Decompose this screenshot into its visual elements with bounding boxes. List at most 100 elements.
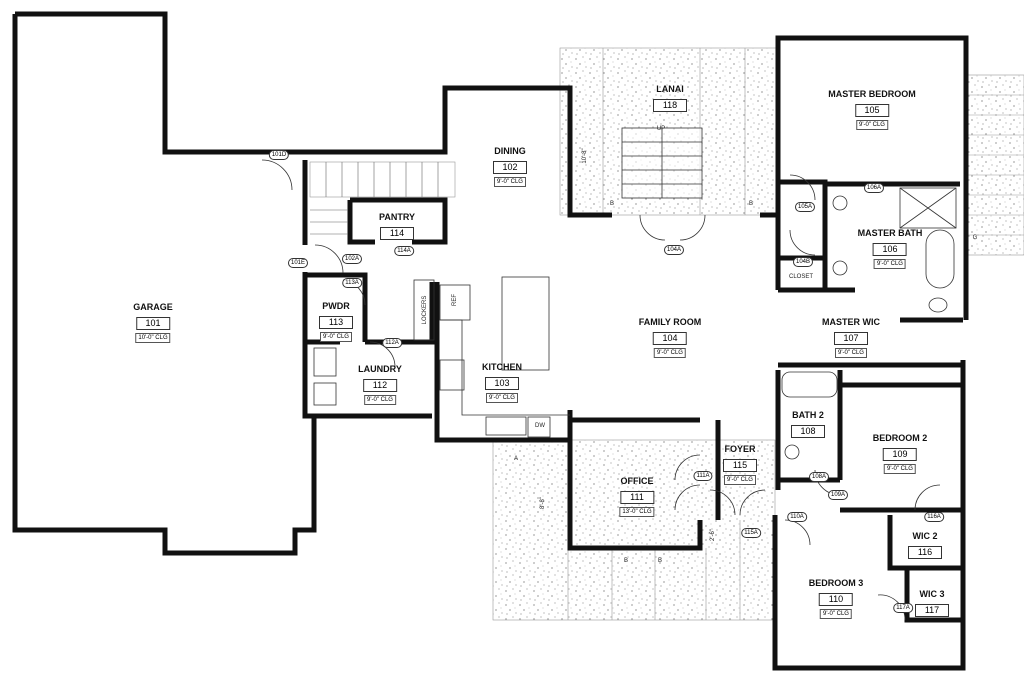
room-number: 108 <box>791 425 825 438</box>
exterior-slabs <box>492 47 1024 621</box>
ceiling-height: 9'-0" CLG <box>884 464 916 474</box>
room-number: 101 <box>135 317 170 330</box>
plan-annotation: 10'-8" <box>582 148 588 164</box>
door-tag: 117A <box>893 603 913 613</box>
ceiling-height: 9'-0" CLG <box>486 393 518 403</box>
lockers <box>413 279 435 341</box>
bath2-tub <box>781 371 838 398</box>
door-tag: 105A <box>794 202 816 212</box>
room-label: WIC 3 117 <box>915 589 949 618</box>
dryer <box>313 347 337 377</box>
plan-annotation: B <box>623 558 629 564</box>
room-number: 113 <box>319 316 353 329</box>
room-name: PWDR <box>322 301 350 311</box>
plan-annotation: CLOSET <box>788 274 814 280</box>
plan-annotation: UP <box>656 126 666 132</box>
room-name: KITCHEN <box>482 362 522 372</box>
door-tag: 101D <box>268 150 290 160</box>
room-label: LANAI 118 <box>653 84 687 113</box>
room-number: 103 <box>485 377 519 390</box>
ceiling-height: 9'-0" CLG <box>320 332 352 342</box>
room-name: LANAI <box>656 84 684 94</box>
room-number: 114 <box>380 227 414 240</box>
plan-annotation: 2'-6" <box>710 529 716 541</box>
plan-annotation: 8'-8" <box>540 497 546 509</box>
room-label: PWDR 113 9'-0" CLG <box>319 301 353 342</box>
bath2-sink <box>784 444 800 460</box>
room-number: 102 <box>493 161 527 174</box>
room-name: FAMILY ROOM <box>638 317 702 327</box>
ceiling-height: 9'-0" CLG <box>835 348 867 358</box>
ceiling-height: 9'-0" CLG <box>724 475 756 485</box>
room-label: MASTER BEDROOM 105 9'-0" CLG <box>828 89 916 130</box>
door-tag: 110A <box>787 512 807 522</box>
room-number: 105 <box>855 104 889 117</box>
plan-annotation: B <box>609 201 615 207</box>
room-name: MASTER BEDROOM <box>828 89 916 99</box>
room-label: BATH 2 108 <box>791 410 825 439</box>
door-tag: 101E <box>287 258 309 268</box>
room-name: BEDROOM 3 <box>808 578 864 588</box>
room-number: 106 <box>872 243 907 256</box>
ceiling-height: 9'-0" CLG <box>364 395 396 405</box>
room-name: WIC 3 <box>919 589 945 599</box>
room-name: OFFICE <box>620 476 654 486</box>
washer <box>313 382 337 406</box>
room-number: 115 <box>723 459 757 472</box>
room-name: MASTER WIC <box>822 317 880 327</box>
shower <box>899 187 957 229</box>
door-tag: 116A <box>924 512 944 522</box>
room-label: KITCHEN 103 9'-0" CLG <box>482 362 522 403</box>
door-tag: 104B <box>792 257 814 267</box>
ceiling-height: 13'-0" CLG <box>619 507 655 517</box>
ceiling-height: 9'-0" CLG <box>654 348 686 358</box>
fixtures <box>261 159 957 621</box>
room-name: PANTRY <box>379 212 415 222</box>
room-label: OFFICE 111 13'-0" CLG <box>619 476 655 517</box>
room-name: LAUNDRY <box>358 364 402 374</box>
room-number: 116 <box>908 546 942 559</box>
side-deck <box>965 74 1024 256</box>
room-name: BATH 2 <box>792 410 824 420</box>
kitchen-island <box>501 276 550 371</box>
room-number: 104 <box>652 332 687 345</box>
room-number: 110 <box>818 593 853 606</box>
sink <box>485 416 527 436</box>
door-tag: 115A <box>741 528 761 538</box>
room-label: PANTRY 114 <box>379 212 415 241</box>
kitchen-counter <box>440 319 570 416</box>
ceiling-height: 9'-0" CLG <box>874 259 906 269</box>
door-tag: 102A <box>341 254 363 264</box>
dishwasher <box>527 416 551 438</box>
bathtub <box>925 229 955 289</box>
plan-annotation: A <box>513 456 519 462</box>
lanai-stairs <box>621 127 703 199</box>
room-name: WIC 2 <box>912 531 938 541</box>
vanity-sink <box>832 260 848 276</box>
plan-annotation: B <box>657 558 663 564</box>
room-name: MASTER BATH <box>857 228 923 238</box>
ceiling-height: 10'-0" CLG <box>135 333 171 343</box>
ceiling-height: 9'-0" CLG <box>494 177 526 187</box>
room-name: BEDROOM 2 <box>872 433 928 443</box>
door-swing <box>261 159 941 621</box>
room-label: MASTER WIC 107 9'-0" CLG <box>822 317 880 358</box>
vanity-sink <box>832 195 848 211</box>
plan-annotation: B <box>748 201 754 207</box>
room-name: GARAGE <box>133 302 173 312</box>
door-tag: 114A <box>394 246 414 256</box>
room-name: FOYER <box>724 444 756 454</box>
room-number: 111 <box>619 491 654 504</box>
room-number: 107 <box>834 332 868 345</box>
ceiling-height: 9'-0" CLG <box>856 120 888 130</box>
plan-annotation: DW <box>535 423 545 429</box>
room-label: GARAGE 101 10'-0" CLG <box>133 302 173 343</box>
door-tag: 104A <box>663 245 685 255</box>
room-number: 117 <box>915 604 949 617</box>
room-number: 118 <box>653 99 687 112</box>
room-label: FOYER 115 9'-0" CLG <box>723 444 757 485</box>
